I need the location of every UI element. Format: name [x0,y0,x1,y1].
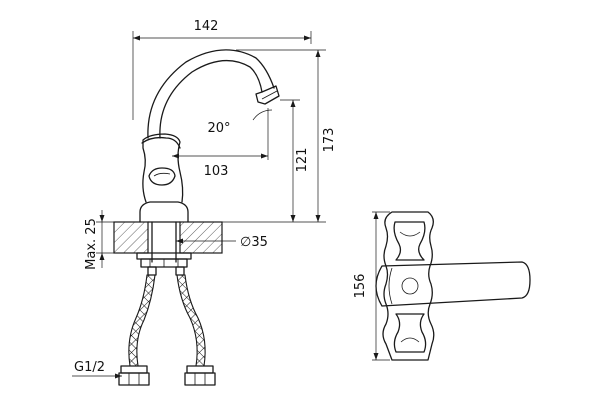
top-view: 156 [353,211,531,361]
dimension-mounting-hole: ∅35 [176,235,268,250]
dimension-spout-height: 121 [280,99,310,222]
dimension-deck-thickness: Max. 25 [84,210,114,270]
dimension-connection-thread: G1/2 [72,360,122,379]
faucet-body [136,49,280,276]
dimension-label-mounting-hole: ∅35 [240,235,268,250]
dimension-label-deck-thickness: Max. 25 [84,218,99,270]
dimension-handle-length: 156 [353,211,390,361]
dimension-spout-reach: 103 [172,153,268,179]
dimension-label-handle-length: 156 [353,274,368,299]
flexible-hoses [118,274,216,386]
dimension-overall-height: 173 [222,49,337,223]
dimension-overall-reach: 142 [132,19,312,120]
dimension-label-connection-thread: G1/2 [74,360,105,375]
dimension-spout-angle: 20° [207,108,273,160]
countertop-section [113,221,223,254]
dimension-label-spout-reach: 103 [204,164,229,179]
dimension-label-overall-reach: 142 [194,19,219,34]
dimension-label-spout-angle: 20° [207,121,230,136]
side-view: 142 20° 103 121 173 [72,19,337,386]
dimension-label-spout-height: 121 [295,148,310,173]
dimension-label-overall-height: 173 [322,128,337,153]
